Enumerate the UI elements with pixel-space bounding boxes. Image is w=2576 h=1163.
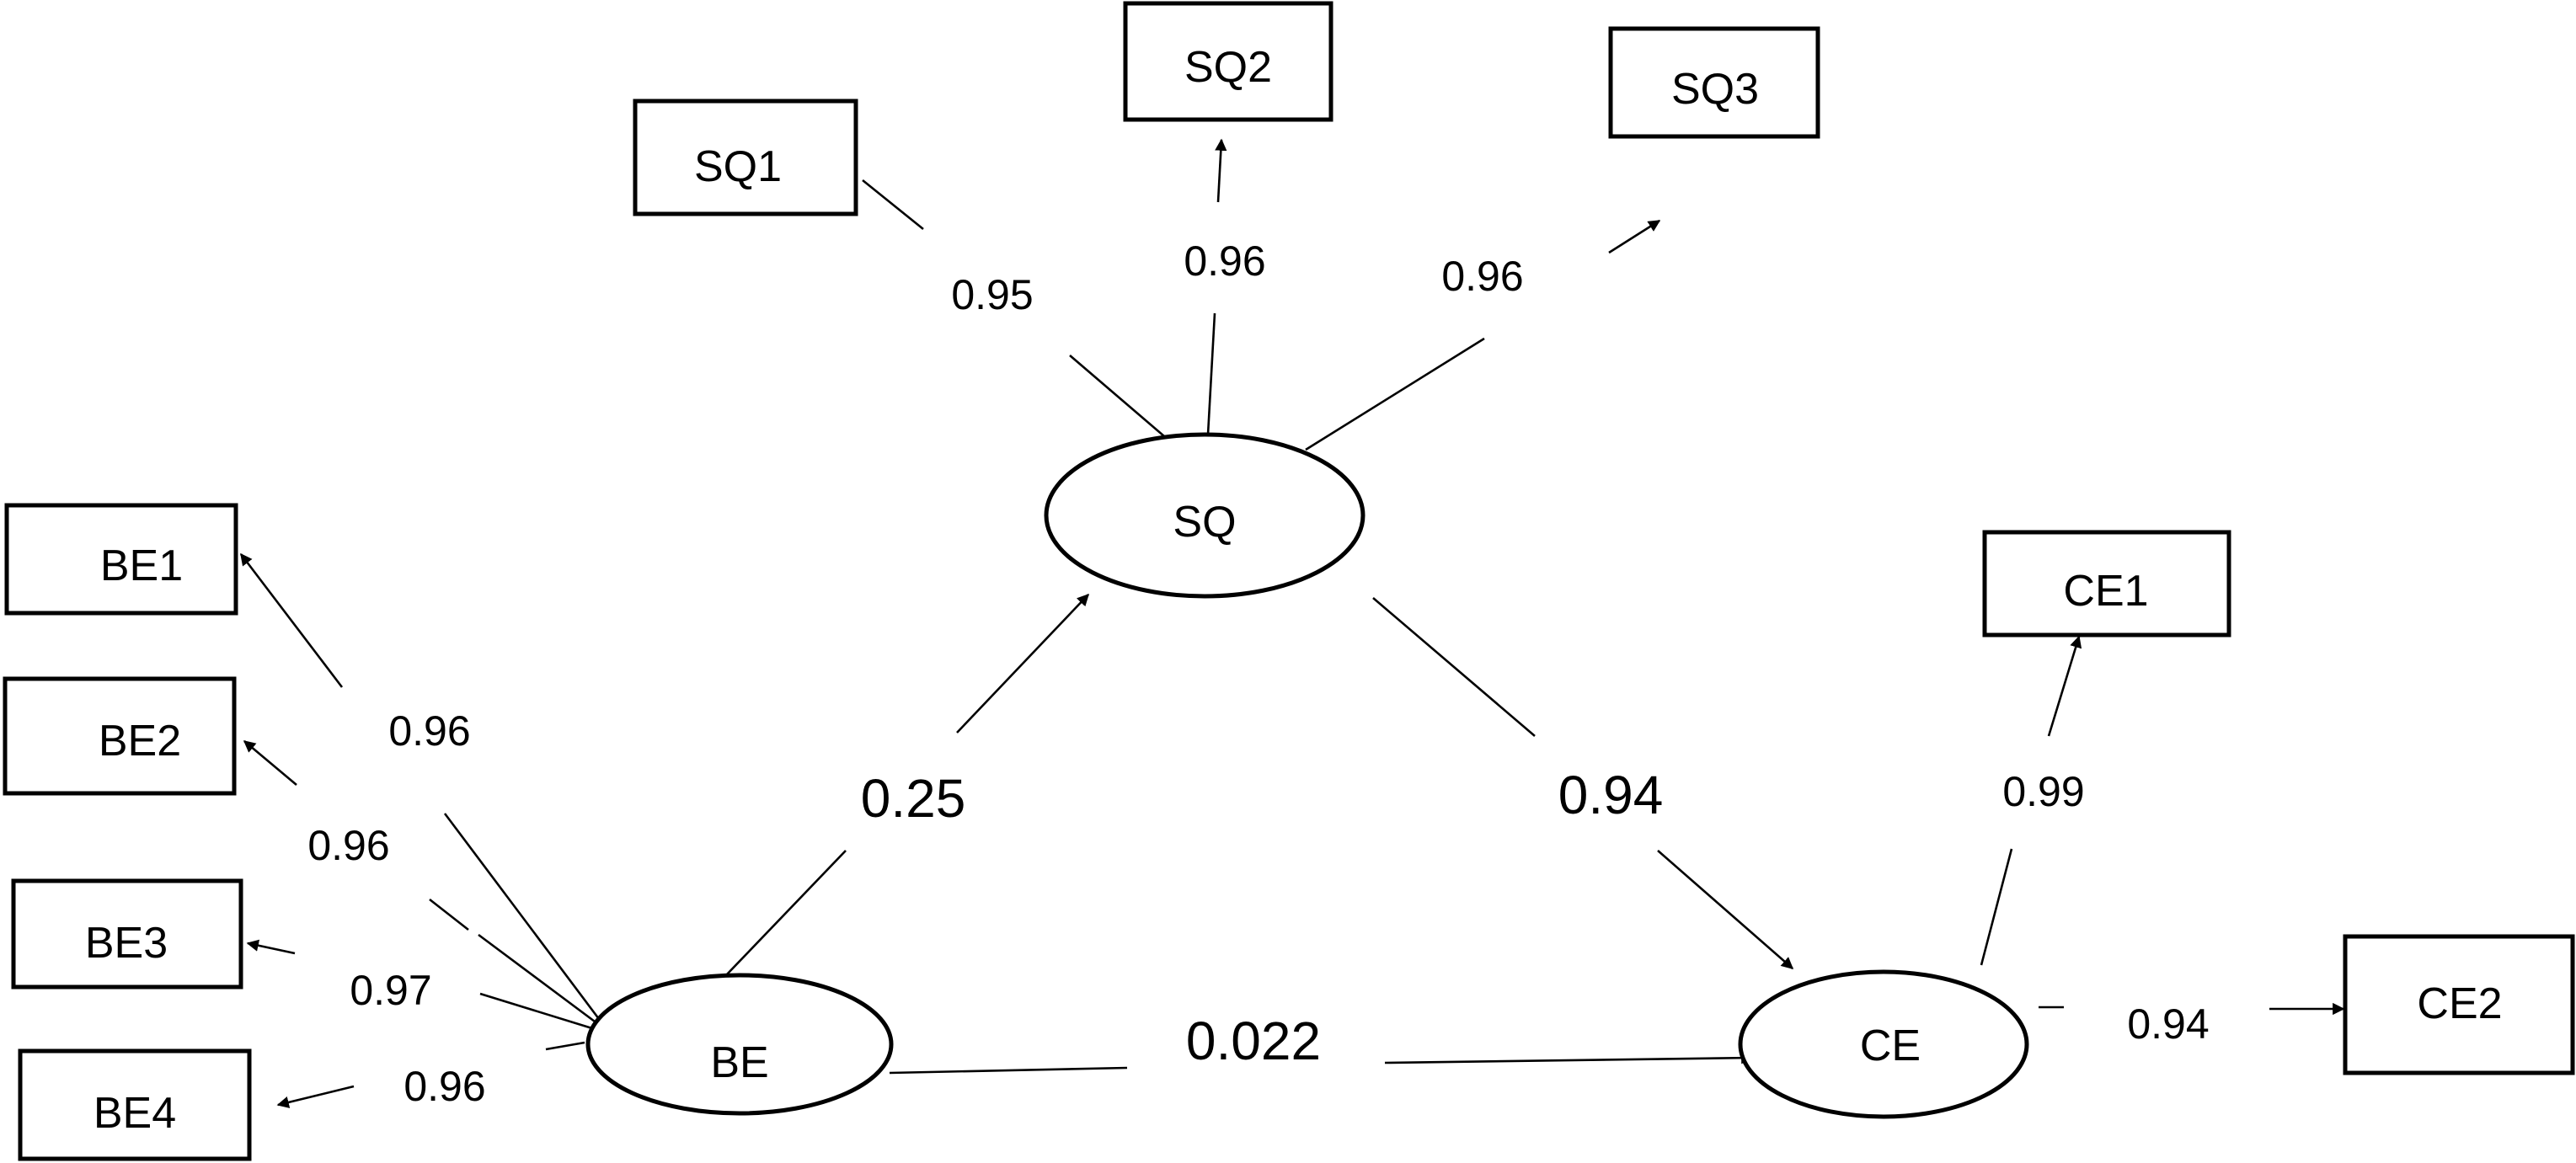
arrow-be2 — [243, 740, 297, 786]
indicator-ce2-label: CE2 — [2417, 979, 2502, 1028]
latent-ce: CE — [1738, 969, 2029, 1119]
latent-sq: SQ — [1044, 432, 1365, 599]
indicator-be1: BE1 — [4, 503, 238, 616]
indicator-be2: BE2 — [3, 676, 237, 796]
indicator-sq1-label: SQ1 — [694, 142, 782, 191]
loading-ce1: 0.99 — [2002, 768, 2084, 815]
indicator-be3: BE3 — [11, 878, 243, 990]
edge-ce1-lower — [1980, 848, 2013, 966]
loading-be1: 0.96 — [388, 707, 470, 755]
edge-be-ce-left — [889, 1066, 1128, 1075]
indicator-sq3-label: SQ3 — [1671, 65, 1759, 114]
edge-be-sq-lower — [725, 850, 847, 976]
indicator-be1-label: BE1 — [100, 541, 183, 590]
path-sq-ce: 0.94 — [1558, 765, 1664, 825]
latent-be: BE — [585, 973, 894, 1116]
edge-sq1-upper — [862, 179, 924, 231]
edge-be3-lower — [479, 992, 596, 1031]
edge-sq2-lower — [1206, 312, 1216, 435]
arrow-sq3 — [1608, 219, 1661, 254]
arrow-sq2 — [1215, 138, 1227, 203]
path-be-sq: 0.25 — [861, 768, 966, 829]
loading-be4: 0.96 — [404, 1063, 485, 1110]
loading-sq1: 0.95 — [951, 271, 1033, 318]
arrow-sq-ce — [1657, 850, 1794, 969]
arrow-be3 — [246, 939, 296, 955]
indicator-be4: BE4 — [18, 1048, 252, 1161]
edge-sq-ce-upper — [1372, 597, 1536, 737]
indicator-ce1: CE1 — [1982, 530, 2231, 638]
indicator-ce1-label: CE1 — [2063, 567, 2148, 616]
indicator-ce2: CE2 — [2343, 934, 2575, 1075]
edge-be1-lower — [443, 813, 603, 1023]
edge-be2-mid — [429, 898, 469, 931]
edge-be2-lower — [478, 933, 599, 1026]
loading-be2: 0.96 — [307, 822, 389, 869]
indicator-sq1: SQ1 — [633, 99, 858, 216]
loading-ce2: 0.94 — [2127, 1000, 2209, 1048]
arrow-be4 — [276, 1085, 355, 1108]
latent-sq-label: SQ — [1173, 498, 1236, 547]
path-be-ce: 0.022 — [1186, 1011, 1321, 1071]
edge-sq1-lower — [1069, 355, 1165, 437]
indicator-be2-label: BE2 — [99, 717, 181, 766]
edge-sq3-lower — [1305, 337, 1485, 451]
indicator-sq3: SQ3 — [1608, 26, 1820, 139]
arrow-be-sq — [956, 593, 1089, 734]
indicator-be4-label: BE4 — [94, 1089, 176, 1138]
arrow-ce1 — [2047, 635, 2082, 737]
arrow-be1 — [239, 552, 344, 688]
loading-sq3: 0.96 — [1441, 253, 1523, 300]
latent-ce-label: CE — [1860, 1022, 1921, 1070]
indicator-sq2: SQ2 — [1123, 1, 1333, 122]
latent-be-label: BE — [710, 1038, 768, 1087]
loading-be3: 0.97 — [350, 967, 431, 1014]
indicator-be3-label: BE3 — [85, 919, 168, 968]
loading-sq2: 0.96 — [1184, 237, 1265, 285]
edge-be4-lower — [545, 1041, 585, 1051]
arrow-be-ce — [1384, 1052, 1754, 1064]
indicator-sq2-label: SQ2 — [1184, 43, 1272, 92]
